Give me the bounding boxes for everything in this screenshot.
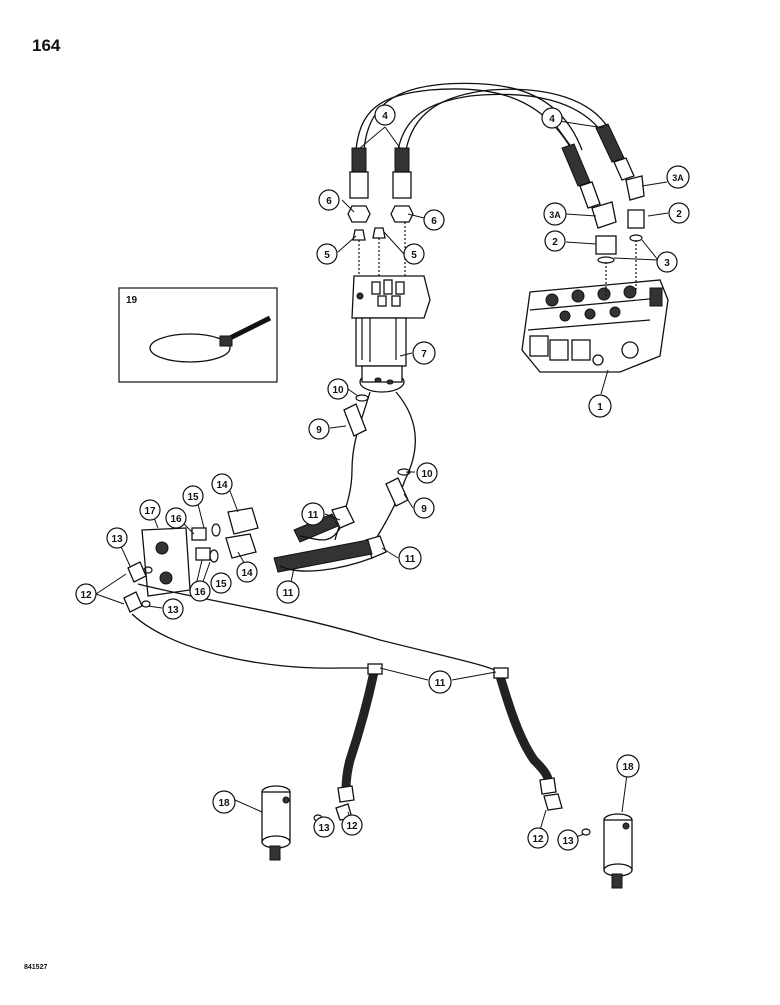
callout-3a-left: 3A xyxy=(543,202,567,226)
svg-text:11: 11 xyxy=(435,678,446,689)
svg-text:14: 14 xyxy=(216,480,228,491)
callout-17: 17 xyxy=(139,499,161,521)
svg-text:6: 6 xyxy=(326,196,332,207)
svg-text:11: 11 xyxy=(308,510,319,521)
svg-text:10: 10 xyxy=(332,385,344,396)
svg-text:10: 10 xyxy=(421,469,433,480)
svg-text:14: 14 xyxy=(241,568,253,579)
figure-code: 841527 xyxy=(24,964,48,971)
callout-12-left-bottom: 12 xyxy=(341,814,363,836)
svg-text:15: 15 xyxy=(187,492,199,503)
svg-text:9: 9 xyxy=(316,425,322,436)
callout-11-c: 11 xyxy=(276,580,300,604)
callout-13-left-bottom: 13 xyxy=(313,816,335,838)
callout-3a-right: 3A xyxy=(666,165,690,189)
callout-10-right: 10 xyxy=(416,462,438,484)
svg-text:17: 17 xyxy=(144,506,156,517)
callout-6-left: 6 xyxy=(318,189,340,211)
svg-text:13: 13 xyxy=(111,534,123,545)
svg-text:5: 5 xyxy=(324,250,330,261)
callout-2-right: 2 xyxy=(668,202,690,224)
svg-text:6: 6 xyxy=(431,216,437,227)
svg-text:11: 11 xyxy=(405,554,416,565)
callout-11-b: 11 xyxy=(398,546,422,570)
callout-9-right: 9 xyxy=(413,497,435,519)
callout-14-bottom: 14 xyxy=(236,561,258,583)
callout-12-left: 12 xyxy=(75,583,97,605)
cylinder-left xyxy=(261,785,355,861)
manifold xyxy=(123,507,259,613)
svg-text:3A: 3A xyxy=(672,173,684,183)
callout-16-bottom: 16 xyxy=(189,580,211,602)
callout-4-left: 4 xyxy=(374,104,396,126)
callout-5-right: 5 xyxy=(403,243,425,265)
svg-text:2: 2 xyxy=(676,209,682,220)
svg-text:11: 11 xyxy=(283,588,294,599)
callouts: 4 4 6 6 5 5 3A 3A 2 2 3 7 1 10 9 10 9 11… xyxy=(75,104,690,851)
callout-13-right-bottom: 13 xyxy=(557,829,579,851)
callout-3: 3 xyxy=(656,251,678,273)
svg-text:16: 16 xyxy=(194,587,206,598)
callout-1: 1 xyxy=(588,394,612,418)
cable-tie-inset: 19 xyxy=(118,287,278,383)
svg-text:4: 4 xyxy=(382,111,388,122)
lower-hoses xyxy=(131,583,553,795)
callout-12-right-bottom: 12 xyxy=(527,827,549,849)
callout-6-right: 6 xyxy=(423,209,445,231)
svg-text:13: 13 xyxy=(167,605,179,616)
cylinder-right xyxy=(539,777,633,889)
callout-11-a: 11 xyxy=(301,502,325,526)
callout-18-left: 18 xyxy=(212,790,236,814)
svg-text:3: 3 xyxy=(664,258,670,269)
callout-4-right: 4 xyxy=(541,107,563,129)
control-valve xyxy=(521,279,669,373)
pilot-fittings xyxy=(347,147,414,276)
svg-text:7: 7 xyxy=(421,349,427,360)
svg-text:13: 13 xyxy=(562,836,574,847)
svg-text:3A: 3A xyxy=(549,210,561,220)
inset-box xyxy=(118,287,278,383)
callout-14-top: 14 xyxy=(211,473,233,495)
callout-13-mid: 13 xyxy=(162,598,184,620)
svg-text:5: 5 xyxy=(411,250,417,261)
svg-text:4: 4 xyxy=(549,114,555,125)
callout-13-top: 13 xyxy=(106,527,128,549)
callout-15-top: 15 xyxy=(182,485,204,507)
svg-text:9: 9 xyxy=(421,504,427,515)
middle-hoses xyxy=(273,391,416,573)
callout-9-left: 9 xyxy=(308,418,330,440)
svg-text:12: 12 xyxy=(532,834,544,845)
callout-2-left: 2 xyxy=(544,230,566,252)
svg-text:1: 1 xyxy=(597,402,603,413)
page-number: 164 xyxy=(32,36,61,55)
callout-7: 7 xyxy=(412,341,436,365)
callout-5-left: 5 xyxy=(316,243,338,265)
svg-text:18: 18 xyxy=(218,798,230,809)
svg-text:12: 12 xyxy=(346,821,358,832)
valve-fittings xyxy=(561,123,645,296)
svg-text:16: 16 xyxy=(170,514,182,525)
svg-text:12: 12 xyxy=(80,590,92,601)
inset-label: 19 xyxy=(126,295,138,306)
callout-10-top: 10 xyxy=(327,378,349,400)
svg-text:18: 18 xyxy=(622,762,634,773)
svg-text:15: 15 xyxy=(215,579,227,590)
callout-16-top: 16 xyxy=(165,507,187,529)
svg-text:13: 13 xyxy=(318,823,330,834)
cable-tie-icon xyxy=(149,315,272,363)
pilot-valve xyxy=(351,275,431,393)
callout-15-bottom: 15 xyxy=(210,572,232,594)
callout-11-lower: 11 xyxy=(428,670,452,694)
svg-text:2: 2 xyxy=(552,237,558,248)
callout-18-right: 18 xyxy=(616,754,640,778)
